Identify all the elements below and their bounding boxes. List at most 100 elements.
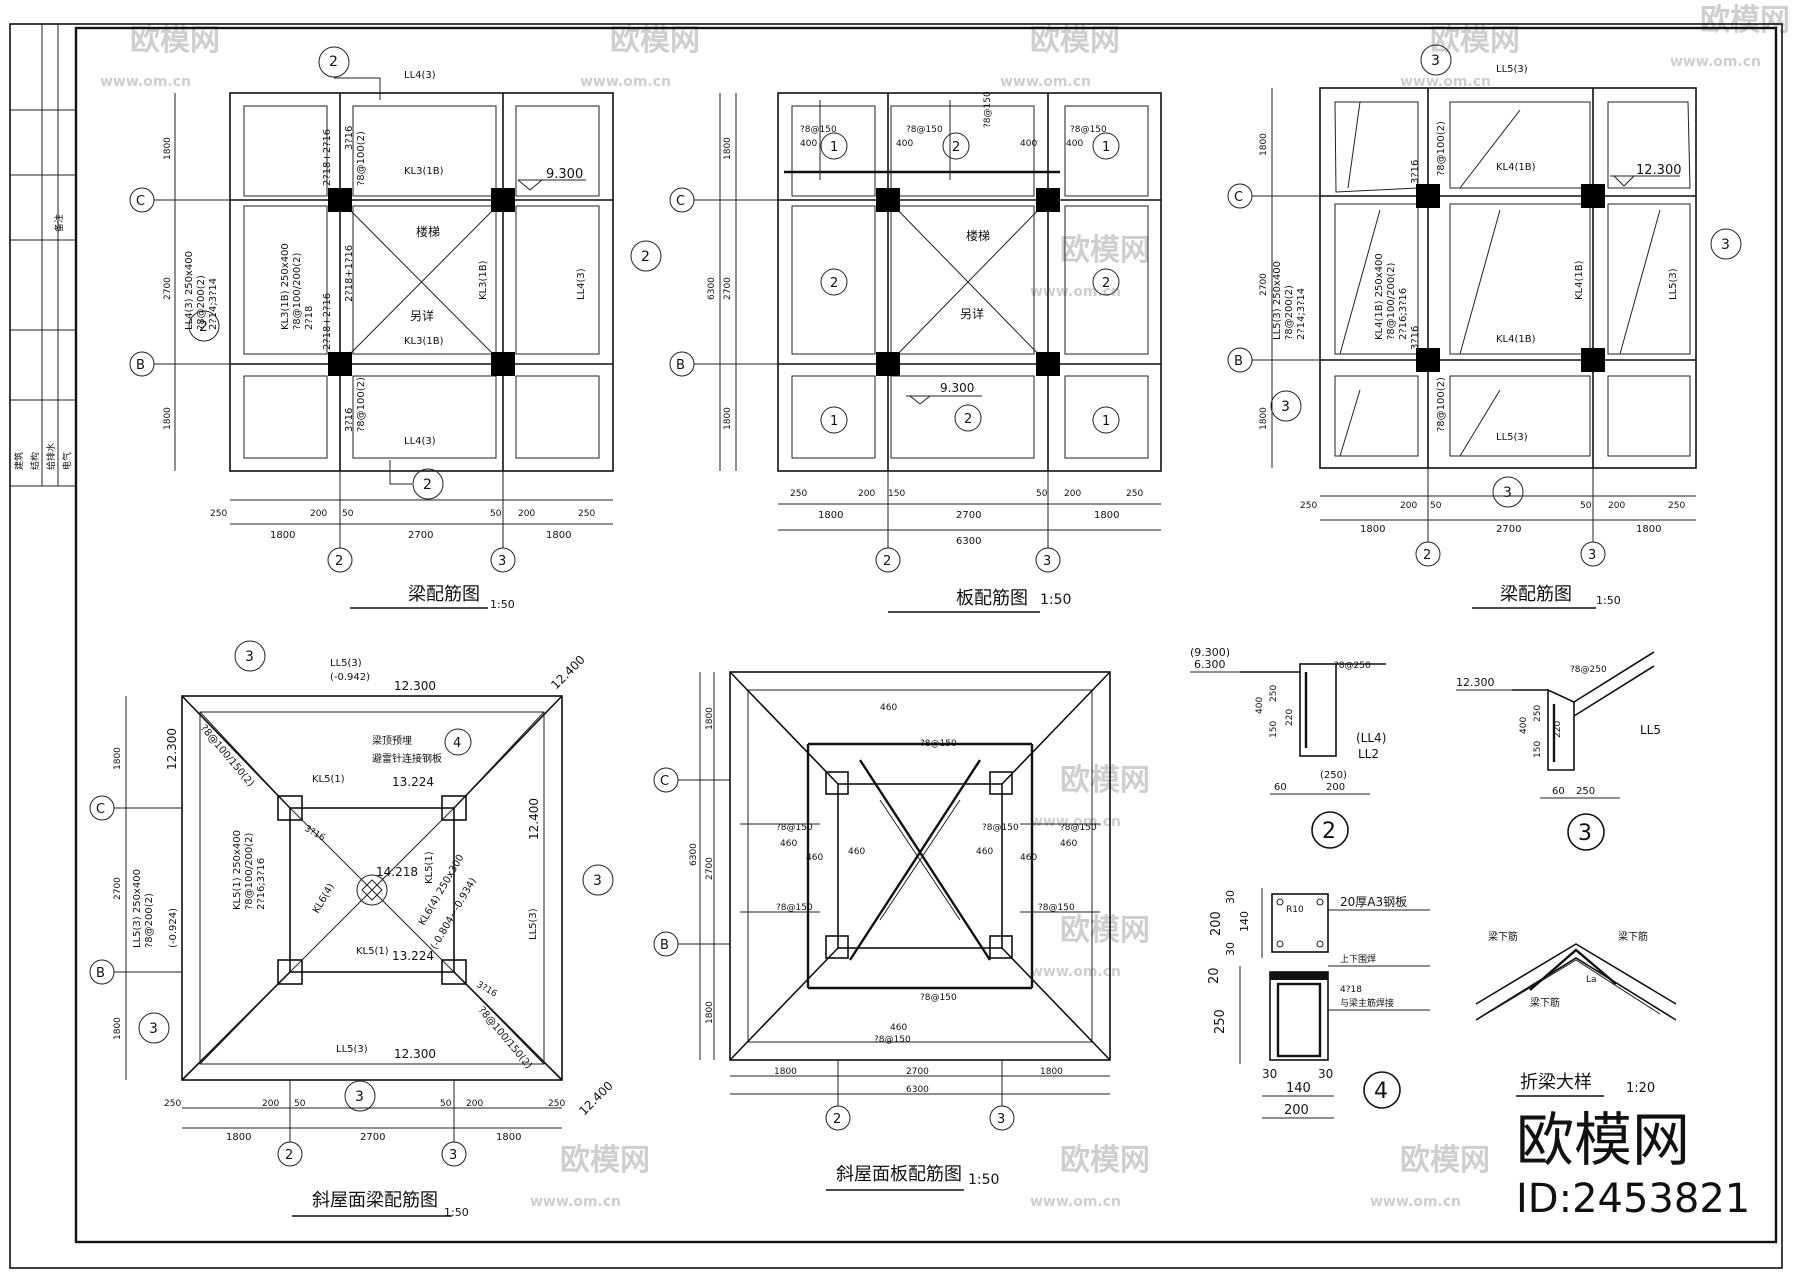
elevation-label: 6.300 [1194, 658, 1226, 671]
rebar-length: 460 [890, 1023, 907, 1033]
beam-plan-1: LL4(3) KL3(1B) KL3(1B) LL4(3) 9.300 楼梯 另… [129, 46, 662, 611]
rebar-label: ?8@100(2) [1436, 377, 1447, 432]
dimension: 150 [888, 489, 905, 499]
beam-label: KL4(1B) [1574, 260, 1585, 300]
rebar-label: ?8@150 [982, 823, 1019, 833]
dimension: 200 [1064, 489, 1081, 499]
dimension-total: 6300 [689, 843, 699, 866]
fold-label: La [1586, 975, 1597, 985]
rebar-label: ?8@100(2) [356, 131, 367, 186]
watermark-url: www.om.cn [1370, 1194, 1461, 1210]
detail-id: 3 [1578, 821, 1592, 846]
dimension: 250 [1533, 705, 1543, 722]
dimension: 50 [1430, 501, 1442, 511]
dimension: 140 [1286, 1081, 1311, 1096]
rebar-label: ?8@150 [874, 1035, 911, 1045]
beam-label: LL4(3) [404, 436, 436, 447]
axis-bubble: B [676, 358, 685, 373]
dimension: 150 [1269, 721, 1279, 738]
elevation-label: 14.218 [376, 865, 418, 879]
dimension: 250 [1668, 501, 1685, 511]
slope-roof-slab-plan: ?8@150 ?8@150 ?8@150 ?8@150 ?8@150 ?8@15… [653, 671, 1111, 1191]
panel-id: 2 [1102, 276, 1110, 291]
note: 避雷针连接钢板 [372, 752, 442, 765]
drawing-scale: 1:50 [490, 598, 515, 611]
axis-bubble: C [96, 802, 105, 817]
axis-bubble: C [1234, 190, 1243, 205]
title-block: 备注 建筑 结构 给排水 电气 [10, 24, 76, 487]
rebar-label: ?8@150 [1070, 125, 1107, 135]
elevation-label: 9.300 [546, 167, 583, 182]
section-callout: 3 [593, 873, 602, 889]
beam-plan-2: LL5(3) KL4(1B) KL4(1B) LL5(3) 12.300 KL4… [1227, 44, 1742, 609]
dimension: 2700 [1259, 273, 1269, 296]
dimension: 2700 [956, 510, 981, 521]
axis-bubble: C [136, 194, 145, 209]
beam-label: KL5(1) [424, 851, 435, 884]
beam-tag: LL2 [1358, 747, 1379, 761]
watermark-text: 欧模网 [1060, 763, 1150, 798]
panel-id: 2 [964, 412, 972, 427]
fold-label: 梁下筋 [1618, 930, 1648, 943]
elevation-label: 12.300 [165, 728, 179, 770]
elevation-label: (9.300) [1190, 646, 1230, 659]
dimension: 220 [1285, 709, 1295, 726]
brand-id: ID:2453821 [1516, 1176, 1750, 1222]
weld-note: 与梁主筋焊接 [1340, 997, 1394, 1009]
dimension: 30 [1224, 942, 1237, 956]
axis-bubble: 3 [1043, 554, 1051, 569]
rebar-length: 400 [1020, 139, 1037, 149]
dimension: 2700 [723, 277, 733, 300]
beam-label: LL5(3) [1496, 432, 1528, 443]
watermark-text: 欧模网 [1060, 233, 1150, 268]
dimension-total: 6300 [956, 536, 981, 547]
axis-bubble: 2 [833, 1112, 841, 1127]
drawing-scale: 1:50 [444, 1206, 469, 1219]
elevation-label: 12.300 [1456, 676, 1495, 689]
rebar-length: 400 [1066, 139, 1083, 149]
axis-bubble: 3 [498, 554, 506, 569]
room-label: 另详 [410, 308, 434, 323]
beam-label: ?8@100/200(2) [1386, 263, 1397, 340]
beam-label: LL5(3) 250x400 [1272, 261, 1283, 340]
beam-label: KL5(1) 250x400 [232, 830, 243, 910]
title-block-row: 给排水 [45, 443, 57, 470]
beam-label: ?8@100/200(2) [292, 253, 303, 330]
dimension: 30 [1224, 890, 1237, 904]
rebar-label: ?8@250 [1334, 661, 1371, 671]
rebar-length: 460 [848, 847, 865, 857]
beam-label: 2?14;3?14 [208, 278, 219, 330]
dimension: 1800 [546, 530, 571, 541]
elevation-label: 13.224 [392, 949, 434, 963]
rebar-label: 3?16 [344, 126, 355, 150]
beam-label: KL3(1B) 250x400 [280, 243, 291, 330]
section-callout: 2 [423, 477, 432, 493]
dimension: 1800 [113, 1017, 123, 1040]
rebar-length: 460 [806, 853, 823, 863]
watermark-text: 欧模网 [1060, 1143, 1150, 1178]
dimension: 50 [440, 1099, 452, 1109]
section-callout: 3 [149, 1021, 158, 1037]
dimension: 50 [342, 509, 354, 519]
panel-id: 1 [830, 140, 838, 155]
dimension: 2700 [705, 857, 715, 880]
beam-label: LL5(3) [336, 1044, 368, 1055]
beam-label: KL4(1B) 250x400 [1374, 253, 1385, 340]
rebar-label: ?8@150 [776, 903, 813, 913]
drawing-title: 斜屋面板配筋图 [836, 1164, 962, 1185]
drawing-title: 梁配筋图 [408, 584, 480, 605]
dimension: 2700 [360, 1132, 385, 1143]
embedded-plate-detail: R10 20厚A3钢板 30 140 30 200 上下围焊 4?18 与梁主筋… [1207, 888, 1430, 1119]
beam-tag: LL5 [1640, 723, 1661, 737]
rebar-label: 3?16 [344, 408, 355, 432]
dimension: 1800 [1636, 524, 1661, 535]
dimension: 250 [1213, 1009, 1228, 1034]
beam-label: KL3(1B) [404, 336, 444, 347]
dimension: 2700 [113, 877, 123, 900]
rebar-label: 3?16 [1410, 326, 1421, 350]
beam-label: LL4(3) [576, 268, 587, 300]
axis-bubble: 3 [997, 1112, 1005, 1127]
rebar-label: ?8@150 [1038, 903, 1075, 913]
beam-label: LL5(3) [1496, 64, 1528, 75]
